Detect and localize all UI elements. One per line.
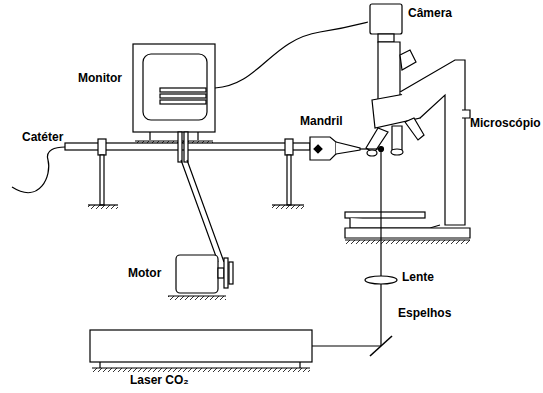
- optics: [312, 152, 397, 356]
- motor: [168, 255, 233, 300]
- part-label: Motor: [128, 266, 161, 280]
- part-label: Espelhos: [398, 306, 451, 320]
- laser: [90, 330, 312, 372]
- cable: [215, 22, 368, 88]
- catheter: [12, 143, 310, 193]
- belt: [181, 160, 224, 262]
- microscope: [345, 4, 470, 238]
- part-label: Catéter: [22, 130, 63, 144]
- part-label: Laser CO₂: [130, 373, 189, 387]
- part-label: Monitor: [78, 71, 122, 85]
- mandrel: [310, 137, 384, 160]
- stands: [88, 132, 304, 209]
- part-label: Lente: [402, 270, 434, 284]
- part-label: Mandril: [300, 114, 343, 128]
- monitor: [133, 44, 215, 145]
- part-label: Câmera: [408, 6, 452, 20]
- part-label: Microscópio: [470, 116, 541, 130]
